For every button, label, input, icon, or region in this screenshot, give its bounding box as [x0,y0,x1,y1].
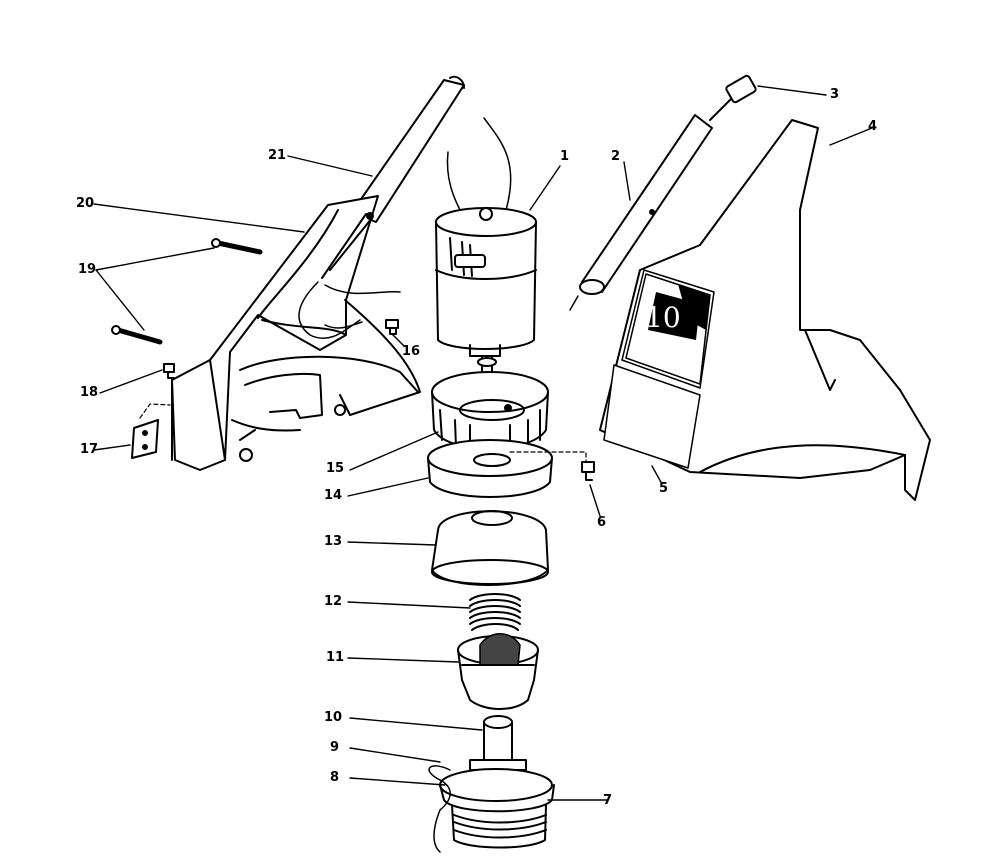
label-part-15: 15 [326,461,345,476]
part-11-drawing [457,633,539,710]
label-part-12: 12 [324,594,343,609]
label-part-5: 5 [659,481,669,496]
hub-10-drawing [469,715,527,771]
label-part-21: 21 [268,148,287,163]
label-part-4: 4 [868,119,878,134]
cup-13-drawing [431,510,549,586]
decal-5-drawing [603,269,715,469]
label-part-2: 2 [611,149,621,164]
label-part-6: 6 [597,515,607,530]
label-part-8: 8 [330,770,340,785]
battery-2-drawing [569,74,757,311]
plate-17-drawing [131,403,171,459]
label-part-18: 18 [80,385,99,400]
label-part-14: 14 [324,488,343,503]
left-housing-drawing [171,75,465,471]
label-part-19: 19 [78,262,97,277]
label-part-3: 3 [830,87,840,102]
motor-drawing [435,117,537,396]
label-part-10: 10 [324,710,343,725]
leader-lines [93,85,873,801]
label-part-13: 13 [324,534,343,549]
spool-7-drawing [428,765,555,853]
label-part-11: 11 [326,650,345,665]
label-part-20: 20 [76,196,95,211]
disc-14-drawing [427,439,553,498]
decal-number-text: 10 [645,301,681,334]
label-part-9: 9 [330,740,340,755]
screw-18-drawing [163,363,175,379]
screw-16-drawing [385,319,399,335]
label-part-1: 1 [560,149,570,164]
label-part-7: 7 [603,793,613,808]
screws-19-drawing [111,238,263,345]
label-part-17: 17 [80,442,99,457]
screw-6-drawing [509,451,595,481]
label-part-16: 16 [402,344,421,359]
spring-12-drawing [469,593,521,631]
